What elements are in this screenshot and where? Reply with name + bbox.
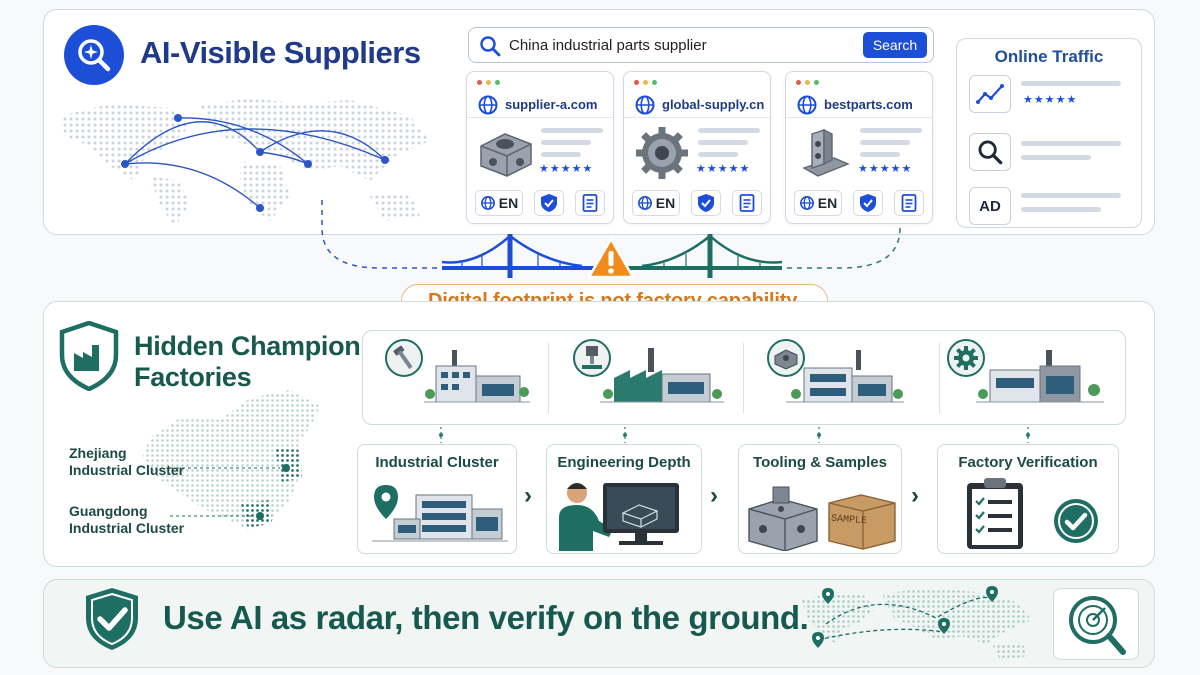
rating-stars: ★★★★★ <box>539 163 594 175</box>
step-card-tooling-samples: Tooling & Samples SAMPLE <box>738 444 902 554</box>
result-domain[interactable]: global-supply.cn <box>662 97 765 112</box>
cluster-label-guangdong: Guangdong Industrial Cluster <box>69 503 185 536</box>
china-map <box>142 390 320 530</box>
step-card-industrial-cluster: Industrial Cluster <box>357 444 517 554</box>
factory-icon <box>786 350 904 403</box>
step-title: Tooling & Samples <box>753 454 887 471</box>
factory-icon <box>424 350 530 403</box>
bridge-icon <box>442 234 782 278</box>
radar-button <box>1053 588 1139 660</box>
rating-stars: ★★★★★ <box>696 163 751 175</box>
globe-icon <box>637 196 652 210</box>
chevron-right-icon: › <box>911 482 919 509</box>
language-label: EN <box>655 195 676 211</box>
search-button[interactable]: Search <box>863 32 927 58</box>
result-card-2[interactable]: global-supply.cn ★★★★★ EN <box>623 71 771 224</box>
bolt-icon <box>385 339 423 377</box>
metal-part-icon <box>480 133 532 177</box>
slogan-text: Use AI as radar, then verify on the grou… <box>163 599 809 636</box>
online-traffic-title: Online Traffic <box>994 47 1104 66</box>
sample-box-icon <box>828 494 896 550</box>
radar-icon <box>1069 596 1126 655</box>
step-title: Industrial Cluster <box>375 454 499 471</box>
cnc-machine-icon <box>573 339 611 377</box>
step-card-engineering-depth: Engineering Depth <box>546 444 702 554</box>
result-card-3[interactable]: bestparts.com ★★★★★ EN <box>785 71 933 224</box>
globe-icon <box>480 196 495 210</box>
step-card-factory-verification: Factory Verification <box>937 444 1119 554</box>
traffic-rating-stars: ★★★★★ <box>1023 94 1078 106</box>
globe-icon <box>635 95 655 115</box>
language-label: EN <box>498 195 519 211</box>
factory-shield-icon <box>59 321 119 391</box>
metal-block-icon <box>767 339 805 377</box>
document-icon <box>739 194 755 212</box>
ad-label: AD <box>979 197 1001 215</box>
language-label: EN <box>817 195 838 211</box>
middle-title-line2: Factories <box>134 362 252 392</box>
industrial-cluster-illustration <box>372 485 508 542</box>
world-map-route <box>802 586 1032 660</box>
shield-check-icon <box>541 194 557 212</box>
result-domain[interactable]: supplier-a.com <box>505 97 598 112</box>
result-card-1[interactable]: supplier-a.com ★★★★★ EN <box>466 71 614 224</box>
globe-icon <box>797 95 817 115</box>
factory-icon <box>976 350 1104 403</box>
step-connectors <box>439 427 1030 443</box>
bracket-part-icon <box>802 128 850 177</box>
magnifier-logo-icon <box>64 25 124 85</box>
check-circle-icon <box>1054 499 1098 543</box>
factory-icon <box>600 348 724 403</box>
rating-stars: ★★★★★ <box>858 163 913 175</box>
trend-chart-icon <box>976 84 1004 104</box>
top-title: AI-Visible Suppliers <box>140 35 421 70</box>
middle-title-line1: Hidden Champion <box>134 331 361 361</box>
document-icon <box>901 194 917 212</box>
cluster-label-zhejiang: Zhejiang Industrial Cluster <box>69 445 185 478</box>
gear-part-icon <box>636 127 688 179</box>
shield-check-icon <box>860 194 876 212</box>
online-traffic-card: Online Traffic ★★★★★ AD <box>956 38 1142 228</box>
search-input[interactable]: China industrial parts supplier <box>509 37 707 54</box>
shield-check-icon <box>698 194 714 212</box>
globe-icon <box>478 95 498 115</box>
globe-icon <box>799 196 814 210</box>
engineer-icon <box>559 483 679 551</box>
search-icon <box>978 140 1003 165</box>
chevron-right-icon: › <box>524 482 532 509</box>
warning-icon <box>587 237 635 279</box>
gear-icon <box>947 339 985 377</box>
clipboard-checklist-icon <box>967 478 1023 549</box>
document-icon <box>582 194 598 212</box>
world-map <box>60 98 430 226</box>
result-domain[interactable]: bestparts.com <box>824 97 913 112</box>
middle-title: Hidden Champion Factories <box>134 331 361 393</box>
tooling-sample-illustration <box>748 486 896 551</box>
step-title: Factory Verification <box>958 454 1098 471</box>
chevron-right-icon: › <box>710 482 718 509</box>
search-bar[interactable]: China industrial parts supplier Search <box>468 27 934 63</box>
shield-check-icon <box>86 588 138 650</box>
search-icon <box>480 36 501 57</box>
step-title: Engineering Depth <box>557 454 691 471</box>
